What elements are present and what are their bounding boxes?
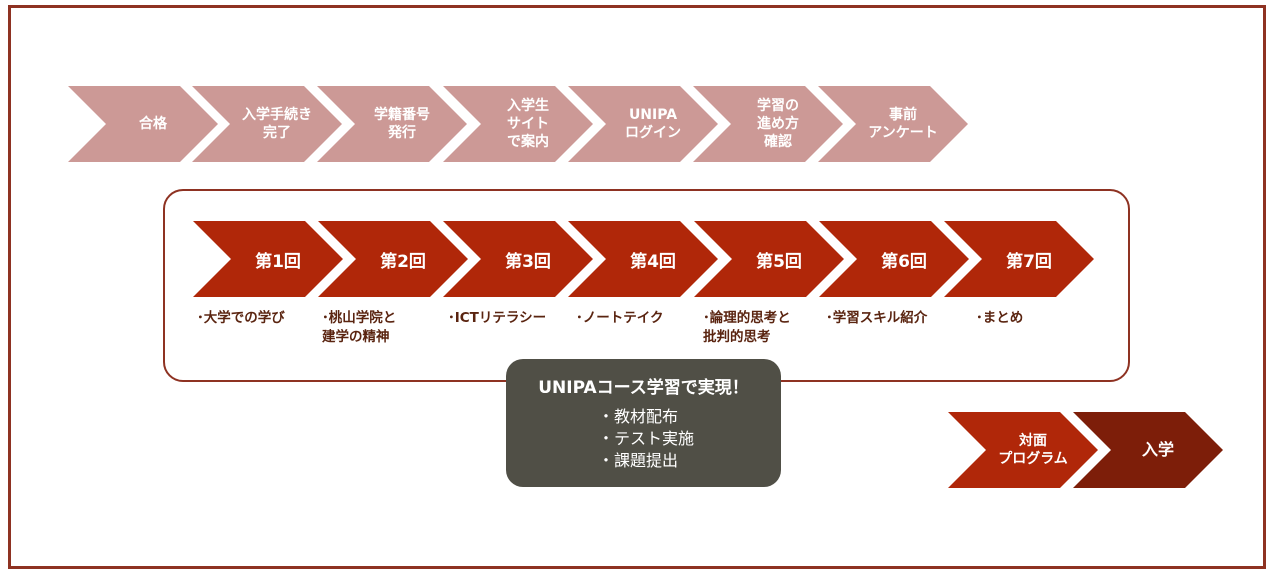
callout-item: ・テスト実施 — [598, 429, 695, 448]
step-enrollment-label: 入学 — [1141, 440, 1174, 459]
step-student-id-label: 学籍番号 発行 — [374, 107, 430, 141]
round-5-topic: ･論理的思考と 批判的思考 — [703, 310, 791, 345]
round-3-topic: ･ICTリテラシー — [448, 310, 547, 326]
outer-frame — [8, 5, 1266, 569]
round-1-topic: ･大学での学び — [197, 310, 285, 326]
callout-list: ・教材配布 ・テスト実施 ・課題提出 — [506, 406, 781, 472]
round-6-label: 第6回 — [881, 251, 927, 272]
round-3-label: 第3回 — [505, 251, 551, 272]
step-study-method-label: 学習の 進め方 確認 — [757, 98, 799, 150]
round-4-topic: ･ノートテイク — [576, 310, 664, 326]
callout-title: UNIPAコース学習で実現！ — [538, 378, 749, 398]
step-acceptance-label: 合格 — [139, 116, 167, 132]
round-2-topic: ･桃山学院と 建学の精神 — [322, 310, 397, 345]
round-1-label: 第1回 — [255, 251, 301, 272]
unipa-callout: UNIPAコース学習で実現！ ・教材配布 ・テスト実施 ・課題提出 — [506, 359, 781, 487]
step-survey-label: 事前 アンケート — [868, 107, 938, 141]
callout-item: ・教材配布 — [598, 407, 679, 426]
step-site-guide-label: 入学生 サイト で案内 — [507, 98, 549, 150]
round-2-label: 第2回 — [380, 251, 426, 272]
round-6-topic: ･学習スキル紹介 — [826, 310, 928, 326]
step-enrollment-procedure-label: 入学手続き 完了 — [242, 107, 312, 141]
callout-item: ・課題提出 — [598, 451, 679, 470]
round-5-label: 第5回 — [756, 251, 802, 272]
round-7-topic: ･まとめ — [976, 310, 1024, 326]
step-unipa-login-label: UNIPA ログイン — [625, 107, 681, 141]
step-face-to-face-label: 対面 プログラム — [998, 433, 1068, 467]
round-7-label: 第7回 — [1006, 251, 1052, 272]
round-4-label: 第4回 — [630, 251, 676, 272]
